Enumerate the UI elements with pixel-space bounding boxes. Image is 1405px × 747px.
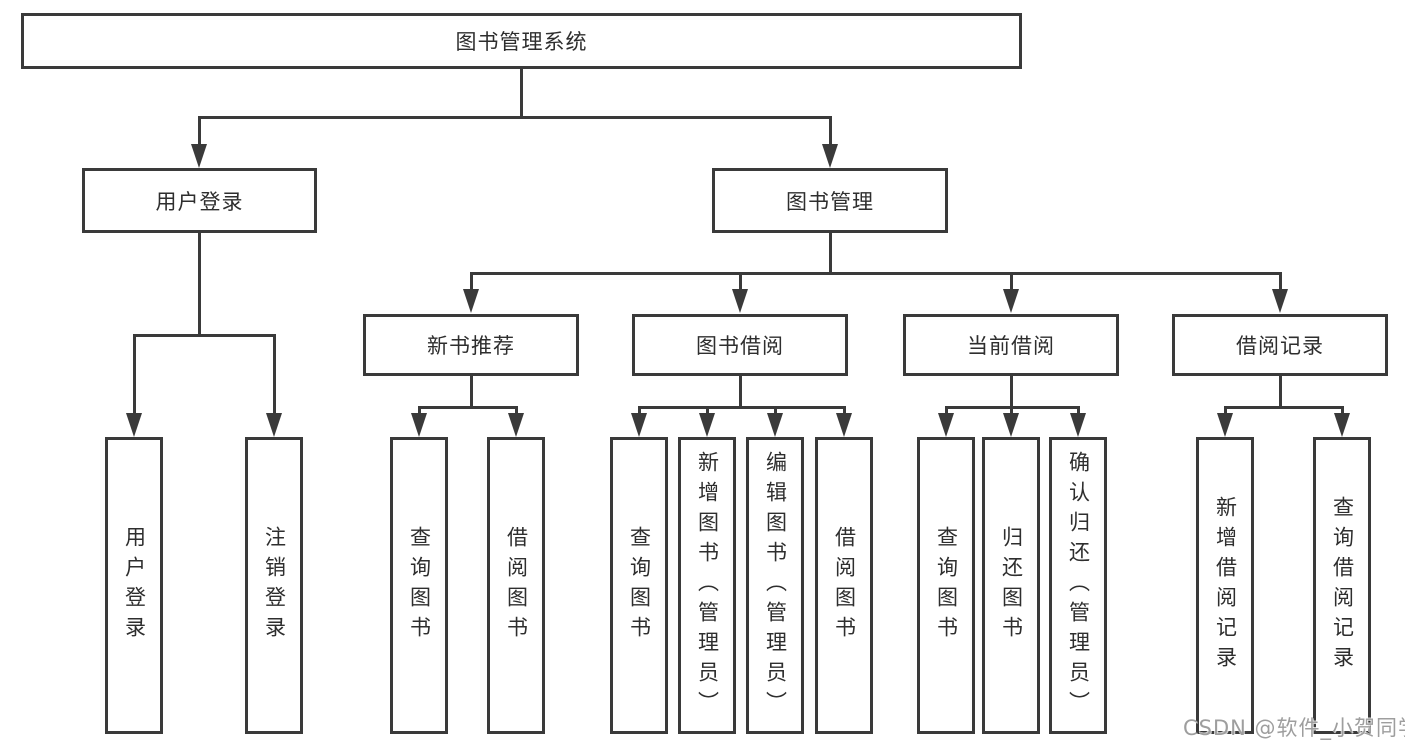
connector-level2-rail bbox=[198, 116, 831, 119]
connector-to-bb-borrow bbox=[843, 406, 846, 418]
node-book-borrow: 图书借阅 bbox=[632, 314, 848, 376]
node-new-book-recommend-label: 新书推荐 bbox=[427, 334, 515, 358]
leaf-logout: 注销登录 bbox=[245, 437, 303, 734]
leaf-current-confirm-return-admin-label: 确认归还（管理员） bbox=[1066, 450, 1091, 721]
leaf-current-return-books: 归还图书 bbox=[982, 437, 1040, 734]
leaf-records-add-record-label: 新增借阅记录 bbox=[1213, 495, 1238, 676]
leaf-user-login: 用户登录 bbox=[105, 437, 163, 734]
connector-book-management-stem bbox=[829, 233, 832, 274]
leaf-current-query-books: 查询图书 bbox=[917, 437, 975, 734]
leaf-current-return-books-label: 归还图书 bbox=[999, 525, 1024, 646]
connector-to-cb-confirm bbox=[1077, 406, 1080, 418]
connector-to-new-book-recommend bbox=[470, 272, 473, 292]
arrowhead-bb-edit bbox=[767, 413, 783, 437]
connector-to-nb-query bbox=[418, 406, 421, 418]
csdn-watermark: CSDN @软件_小贺同学 bbox=[1183, 716, 1405, 740]
leaf-newbook-borrow-books: 借阅图书 bbox=[487, 437, 545, 734]
node-user-login: 用户登录 bbox=[82, 168, 317, 233]
connector-new-book-stem bbox=[470, 376, 473, 409]
connector-to-book-borrow bbox=[739, 272, 742, 292]
arrowhead-nb-borrow bbox=[508, 413, 524, 437]
node-current-borrow-label: 当前借阅 bbox=[967, 334, 1055, 358]
connector-root-stem bbox=[520, 69, 523, 117]
node-root-label: 图书管理系统 bbox=[455, 30, 588, 54]
connector-to-br-query bbox=[1341, 406, 1344, 418]
leaf-records-query-record: 查询借阅记录 bbox=[1313, 437, 1371, 734]
leaf-logout-label: 注销登录 bbox=[262, 525, 287, 646]
arrowhead-bb-borrow bbox=[836, 413, 852, 437]
leaf-records-query-record-label: 查询借阅记录 bbox=[1330, 495, 1355, 676]
connector-to-cb-query bbox=[945, 406, 948, 418]
arrowhead-current-borrow bbox=[1003, 289, 1019, 313]
node-borrow-records-label: 借阅记录 bbox=[1236, 334, 1324, 358]
connector-to-br-add bbox=[1224, 406, 1227, 418]
arrowhead-bb-query bbox=[631, 413, 647, 437]
arrowhead-br-add bbox=[1217, 413, 1233, 437]
node-book-borrow-label: 图书借阅 bbox=[696, 334, 784, 358]
leaf-borrow-edit-books-admin: 编辑图书（管理员） bbox=[746, 437, 804, 734]
leaf-borrow-add-books-admin-label: 新增图书（管理员） bbox=[695, 450, 720, 721]
connector-to-bb-add bbox=[706, 406, 709, 418]
arrowhead-cb-confirm bbox=[1070, 413, 1086, 437]
leaf-borrow-borrow-books: 借阅图书 bbox=[815, 437, 873, 734]
arrowhead-nb-query bbox=[411, 413, 427, 437]
arrowhead-user-login bbox=[191, 144, 207, 168]
leaf-newbook-query-books: 查询图书 bbox=[390, 437, 448, 734]
leaf-current-confirm-return-admin: 确认归还（管理员） bbox=[1049, 437, 1107, 734]
connector-to-leaf-user-login bbox=[133, 334, 136, 419]
connector-to-bb-edit bbox=[774, 406, 777, 418]
connector-to-leaf-logout bbox=[273, 334, 276, 419]
arrowhead-br-query bbox=[1334, 413, 1350, 437]
arrowhead-leaf-user-login bbox=[126, 413, 142, 437]
connector-borrow-records-stem bbox=[1279, 376, 1282, 409]
connector-to-cb-return bbox=[1010, 406, 1013, 418]
node-new-book-recommend: 新书推荐 bbox=[363, 314, 579, 376]
arrowhead-bb-add bbox=[699, 413, 715, 437]
connector-book-borrow-rail bbox=[638, 406, 846, 409]
node-current-borrow: 当前借阅 bbox=[903, 314, 1119, 376]
leaf-borrow-query-books: 查询图书 bbox=[610, 437, 668, 734]
connector-to-book-management bbox=[829, 116, 832, 148]
connector-borrow-records-rail bbox=[1224, 406, 1344, 409]
leaf-borrow-add-books-admin: 新增图书（管理员） bbox=[678, 437, 736, 734]
connector-new-book-rail bbox=[418, 406, 517, 409]
connector-to-bb-query bbox=[638, 406, 641, 418]
node-borrow-records: 借阅记录 bbox=[1172, 314, 1388, 376]
arrowhead-cb-return bbox=[1003, 413, 1019, 437]
arrowhead-borrow-records bbox=[1272, 289, 1288, 313]
connector-to-user-login bbox=[198, 116, 201, 148]
leaf-borrow-query-books-label: 查询图书 bbox=[627, 525, 652, 646]
connector-book-borrow-stem bbox=[739, 376, 742, 409]
leaf-borrow-edit-books-admin-label: 编辑图书（管理员） bbox=[763, 450, 788, 721]
connector-user-login-stem bbox=[198, 233, 201, 336]
node-root: 图书管理系统 bbox=[21, 13, 1022, 69]
arrowhead-leaf-logout bbox=[266, 413, 282, 437]
arrowhead-cb-query bbox=[938, 413, 954, 437]
leaf-user-login-label: 用户登录 bbox=[122, 525, 147, 646]
connector-user-login-rail bbox=[133, 334, 275, 337]
leaf-newbook-borrow-books-label: 借阅图书 bbox=[504, 525, 529, 646]
leaf-newbook-query-books-label: 查询图书 bbox=[407, 525, 432, 646]
leaf-borrow-borrow-books-label: 借阅图书 bbox=[832, 525, 857, 646]
connector-to-borrow-records bbox=[1279, 272, 1282, 292]
node-user-login-label: 用户登录 bbox=[155, 189, 244, 214]
leaf-records-add-record: 新增借阅记录 bbox=[1196, 437, 1254, 734]
connector-to-current-borrow bbox=[1010, 272, 1013, 292]
node-book-management-label: 图书管理 bbox=[786, 189, 874, 214]
arrowhead-new-book-recommend bbox=[463, 289, 479, 313]
connector-level3-rail bbox=[470, 272, 1281, 275]
node-book-management: 图书管理 bbox=[712, 168, 948, 233]
leaf-current-query-books-label: 查询图书 bbox=[934, 525, 959, 646]
arrowhead-book-management bbox=[822, 144, 838, 168]
connector-current-borrow-stem bbox=[1010, 376, 1013, 409]
connector-to-nb-borrow bbox=[515, 406, 518, 418]
arrowhead-book-borrow bbox=[732, 289, 748, 313]
